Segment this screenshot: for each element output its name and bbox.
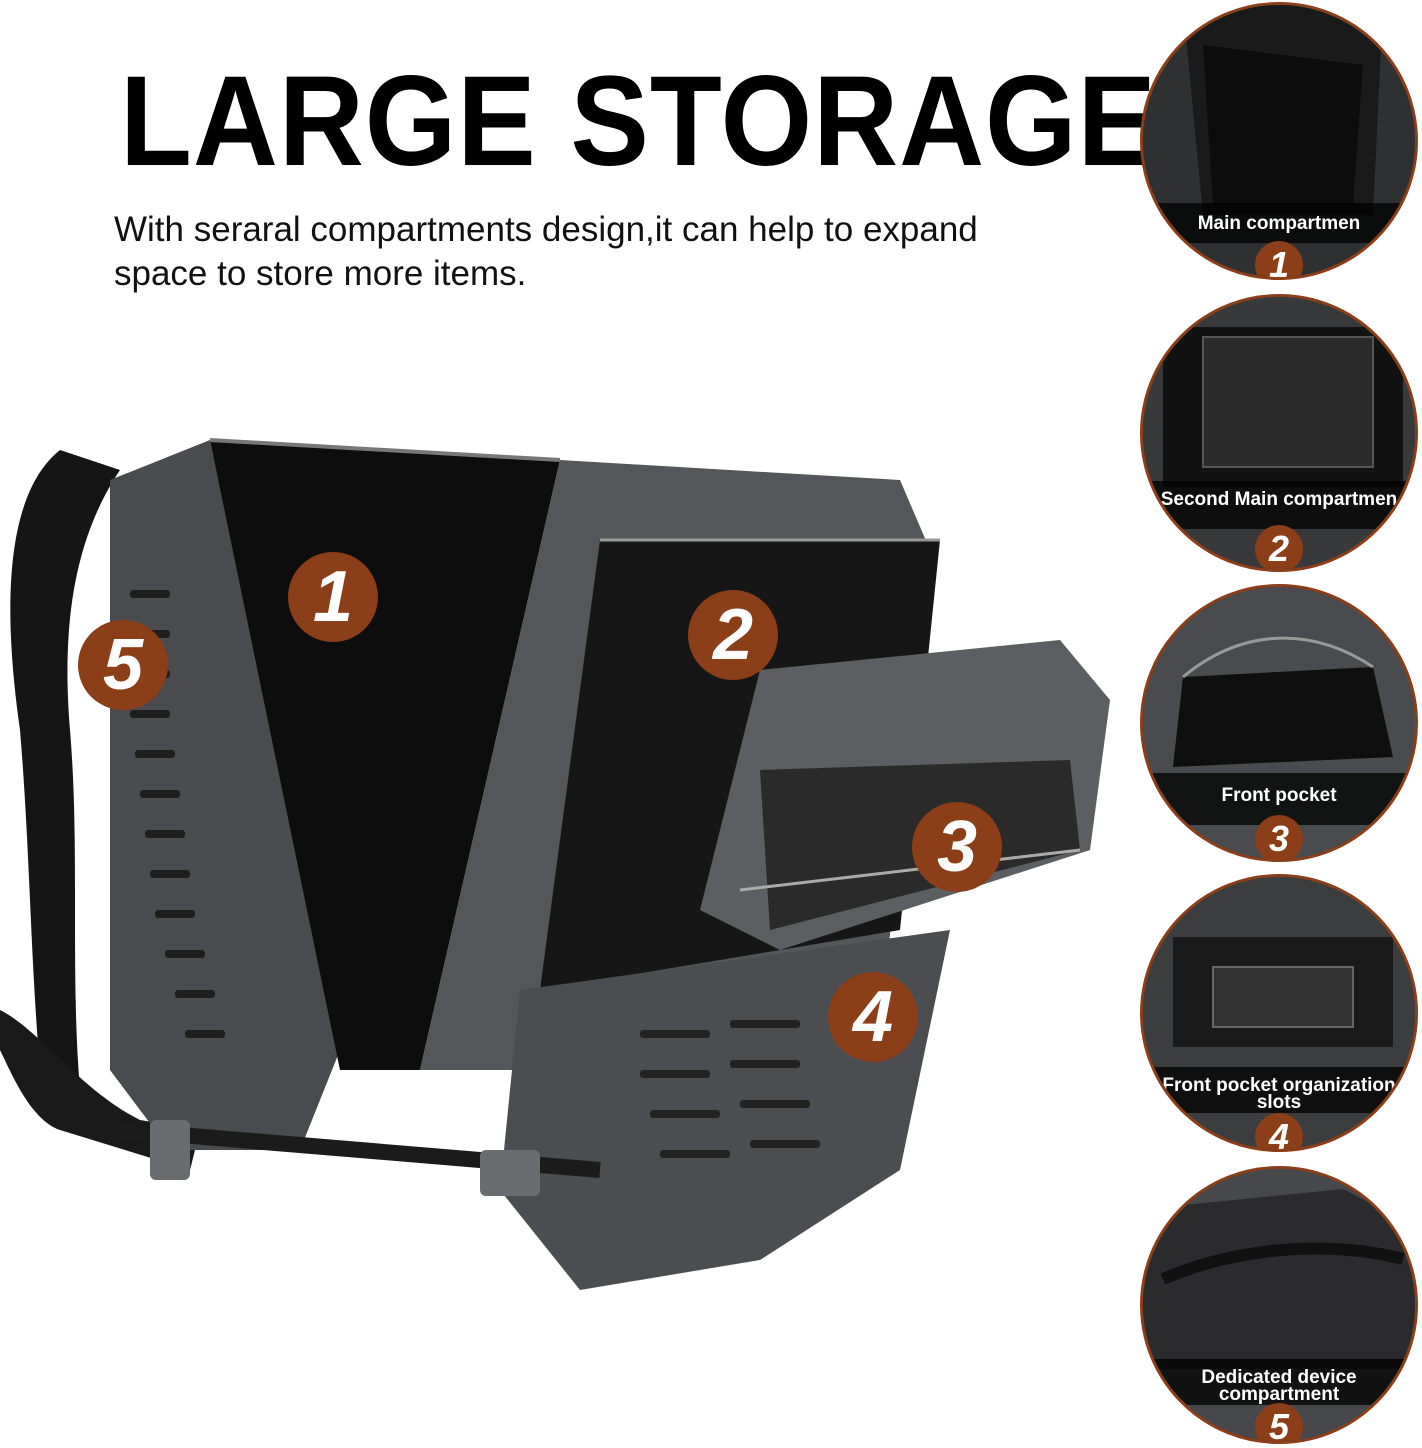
detail-main-compartment: Main compartmen 1 [1140, 2, 1418, 280]
detail-number: 2 [1255, 525, 1303, 569]
detail-label: Dedicated device compartment [1201, 1367, 1357, 1405]
badge-3: 3 [912, 802, 1002, 892]
detail-label: Front pocket organization slots [1162, 1075, 1396, 1113]
badge-4: 4 [828, 972, 918, 1062]
detail-second-main-compartment: Second Main compartmen 2 [1140, 294, 1418, 572]
detail-number: 1 [1255, 241, 1303, 277]
detail-front-pocket-organization-slots: Front pocket organization slots 4 [1140, 874, 1418, 1152]
badge-1: 1 [288, 552, 378, 642]
backpack-image [0, 438, 1110, 1290]
badge-2: 2 [688, 590, 778, 680]
detail-dedicated-device-compartment: Dedicated device compartment 5 [1140, 1166, 1418, 1444]
detail-label: Front pocket [1221, 785, 1337, 806]
detail-number: 3 [1255, 815, 1303, 859]
detail-label: Main compartmen [1197, 213, 1361, 234]
headline: LARGE STORAGE [120, 50, 1158, 193]
detail-front-pocket: Front pocket 3 [1140, 584, 1418, 862]
detail-label: Second Main compartmen [1160, 489, 1398, 510]
badge-5: 5 [78, 620, 168, 710]
subtitle: With seraral compartments design,it can … [114, 210, 978, 293]
detail-number: 4 [1255, 1113, 1303, 1149]
detail-number: 5 [1255, 1403, 1303, 1441]
